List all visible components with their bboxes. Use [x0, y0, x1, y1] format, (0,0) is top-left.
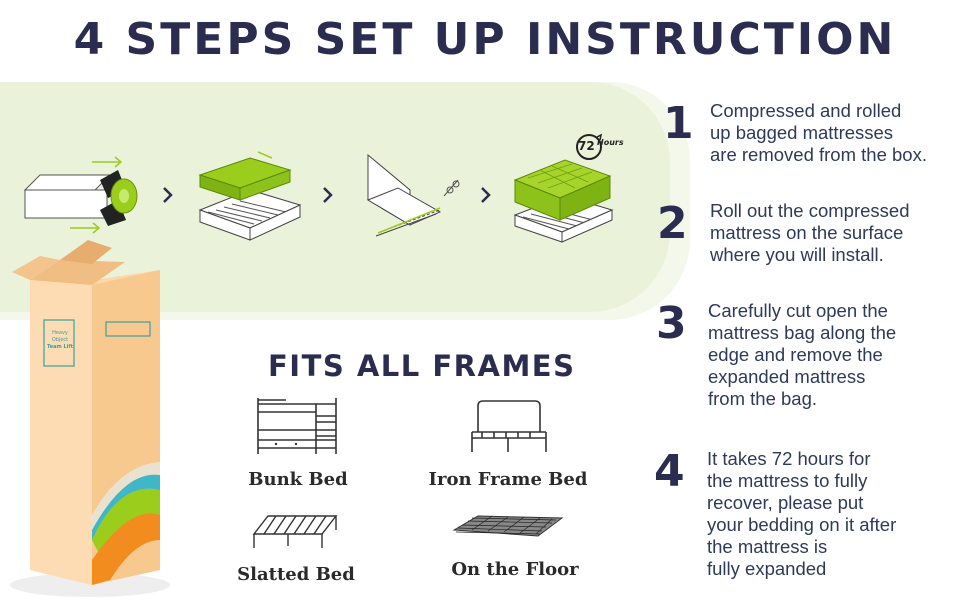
timer-number: 72	[578, 139, 595, 153]
step-text: It takes 72 hours for the mattress to fu…	[707, 448, 896, 580]
page-title: 4 STEPS SET UP INSTRUCTION	[73, 14, 897, 65]
clock-icon	[576, 133, 603, 160]
frame-label: Slatted Bed	[237, 564, 355, 585]
rolled-mattress-icon	[23, 156, 138, 234]
step-line: expanded mattress	[708, 366, 866, 387]
step-line: where you will install.	[710, 244, 884, 265]
slatted-bed-icon	[252, 515, 338, 548]
step-text: Roll out the compressed mattress on the …	[710, 200, 910, 266]
step-line: from the bag.	[708, 388, 818, 409]
step-line: Roll out the compressed	[710, 200, 910, 221]
frame-label: Iron Frame Bed	[428, 469, 588, 490]
cut-bag-icon	[366, 153, 460, 237]
step-line: mattress bag along the	[708, 322, 897, 343]
step-line: your bedding on it after	[707, 514, 897, 535]
box-warning-label: Heavy Object Team Lift	[46, 330, 74, 351]
unrolled-mattress-icon	[198, 151, 302, 241]
step-line: the mattress is	[707, 536, 828, 557]
step-line: mattress on the surface	[710, 222, 904, 243]
step-line: up bagged mattresses	[710, 122, 894, 143]
step-line: Carefully cut open the	[708, 300, 888, 321]
timer-unit: Hours	[597, 138, 624, 147]
background-band	[0, 82, 690, 320]
step-line: edge and remove the	[708, 344, 883, 365]
step-text: Carefully cut open the mattress bag alon…	[708, 300, 896, 410]
fits-heading: FITS ALL FRAMES	[268, 349, 576, 383]
iron-frame-bed-icon	[471, 400, 547, 452]
step-text: Compressed and rolled up bagged mattress…	[710, 100, 927, 166]
setup-illustrations	[23, 151, 614, 243]
frame-label: On the Floor	[451, 559, 579, 580]
step-line: are removed from the box.	[710, 144, 927, 165]
arrow-right-icon	[481, 187, 491, 203]
bunk-bed-icon	[257, 398, 337, 454]
arrow-right-icon	[323, 187, 333, 203]
box-label-line1: Heavy Object	[51, 330, 69, 343]
step-number: 3	[656, 298, 687, 349]
timer-badge: 72 Hours	[574, 132, 624, 162]
frame-label: Bunk Bed	[248, 469, 348, 490]
mattress-box-icon	[10, 240, 170, 597]
floor-mattress-icon	[452, 515, 564, 537]
step-line: Compressed and rolled	[710, 100, 902, 121]
step-line: recover, please put	[707, 492, 864, 513]
step-line: It takes 72 hours for	[707, 448, 871, 469]
step-number: 4	[654, 446, 685, 497]
arrow-right-icon	[163, 187, 173, 203]
step-number: 2	[657, 198, 688, 249]
expanded-mattress-icon	[513, 159, 614, 243]
box-label-line2: Team Lift	[47, 344, 73, 350]
step-line: fully expanded	[707, 558, 827, 579]
step-number: 1	[663, 98, 694, 149]
step-line: the mattress to fully	[707, 470, 868, 491]
